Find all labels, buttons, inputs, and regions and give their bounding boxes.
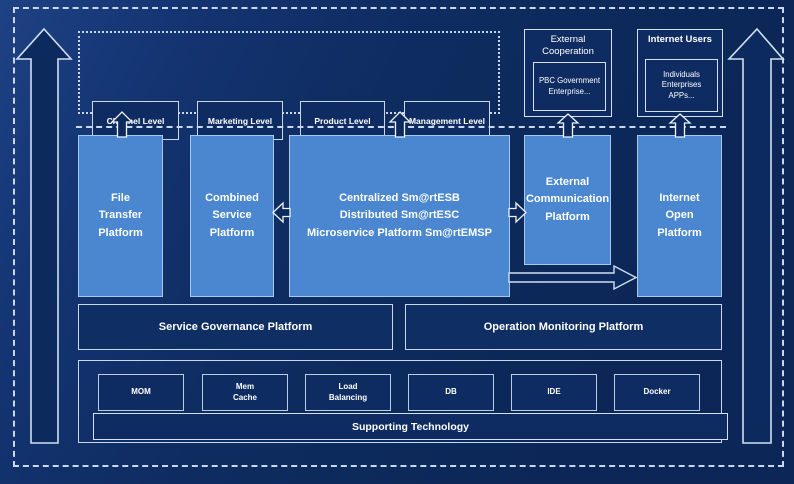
business-levels-dashed-container: Channel Level Marketing Level Product Le…: [78, 31, 500, 140]
level-box-product: Product Level: [300, 101, 385, 140]
right-arrow-core-to-internet-open-icon: [508, 264, 638, 291]
paas-up-arrow-icon: [727, 27, 785, 444]
supporting-technology-bar: Supporting Technology: [93, 413, 728, 440]
internet-users-box: Internet Users Individuals Enterprises A…: [637, 29, 723, 117]
right-arrow-core-to-external-comm-icon: [508, 201, 527, 224]
supporting-technology-container: [78, 360, 722, 443]
level-box-management: Management Level: [404, 101, 490, 140]
tech-box-ide: IDE: [511, 374, 597, 411]
up-arrow-file-transfer-icon: [110, 111, 134, 138]
internet-users-title: Internet Users: [648, 34, 712, 45]
platform-internet-open: Internet Open Platform: [637, 135, 722, 297]
external-cooperation-box: External Cooperation PBC Government Ente…: [524, 29, 612, 117]
external-cooperation-title: External Cooperation: [542, 34, 594, 57]
platform-file-transfer: File Transfer Platform: [78, 135, 163, 297]
operation-monitoring-platform-box: Operation Monitoring Platform: [405, 304, 722, 350]
diagram-outer-dashed-border: [13, 7, 784, 467]
tech-box-mom: MOM: [98, 374, 184, 411]
platform-core-esb: Centralized Sm@rtESB Distributed Sm@rtES…: [289, 135, 510, 297]
up-arrow-internet-users-icon: [668, 113, 692, 138]
up-arrow-core-esb-icon: [388, 111, 412, 138]
tech-box-mem-cache: Mem Cache: [202, 374, 288, 411]
service-governance-platform-box: Service Governance Platform: [78, 304, 393, 350]
left-arrow-core-to-combined-icon: [272, 201, 291, 224]
individuals-enterprises-apps-box: Individuals Enterprises APPs...: [645, 59, 718, 112]
platform-combined-service: Combined Service Platform: [190, 135, 274, 297]
tech-box-load-balancing: Load Balancing: [305, 374, 391, 411]
platform-external-communication: External Communication Platform: [524, 135, 611, 265]
devops-up-arrow-icon: [15, 27, 73, 444]
up-arrow-external-cooperation-icon: [556, 113, 580, 138]
tech-box-docker: Docker: [614, 374, 700, 411]
tech-box-db: DB: [408, 374, 494, 411]
pbc-government-enterprise-box: PBC Government Enterprise...: [533, 62, 606, 111]
